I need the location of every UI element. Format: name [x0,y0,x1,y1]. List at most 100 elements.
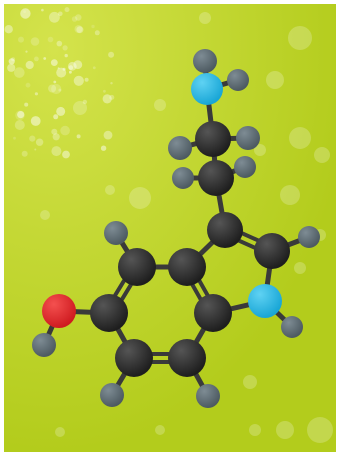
bubble [75,14,82,21]
bubble [84,77,89,82]
bubble [15,110,25,121]
bubble [51,146,62,157]
bubble [34,56,39,62]
bubble [254,144,266,156]
bubble [58,11,63,17]
bubble [25,82,31,88]
atom-h-c4 [104,221,128,245]
atom-c6 [115,339,153,377]
bubble [50,59,58,66]
bubble [288,26,312,50]
bubble [51,83,62,95]
bubble [52,133,60,141]
bubble [100,145,107,151]
atom-h-c7 [196,384,220,408]
bubble [108,51,115,58]
bubble [17,111,25,119]
bubble [62,67,66,71]
bubble [60,125,70,136]
bubble [25,50,28,53]
atom-h-amine-right [227,69,249,91]
bubble [62,150,70,159]
atom-h-ethyl-a1 [168,136,192,160]
bubble [103,89,106,93]
bubble [67,61,77,71]
bubble [56,40,63,47]
bubble [289,127,311,149]
bubble [68,65,74,70]
atom-h-hydroxyl [32,333,56,357]
atom-o-hydroxyl [42,294,76,328]
bubble [91,24,95,29]
bubble [25,60,34,70]
atom-c7 [168,339,206,377]
bubble [103,130,113,140]
atom-h-ethyl-b1 [172,167,194,189]
bubble [41,8,44,12]
bubble [53,80,57,84]
bubble [109,94,115,100]
bubble [57,67,60,70]
bubble [294,262,306,274]
bubble [47,36,54,43]
bubble [243,375,257,389]
bubble [71,16,78,22]
bubble [55,427,65,437]
bubble [155,425,165,435]
bubble [92,66,96,70]
bubble [73,60,83,70]
bubble [21,150,28,157]
bubble [69,70,72,74]
bubble [13,67,25,78]
bubble [40,210,50,220]
bubble [62,45,68,51]
bubble [314,147,330,163]
atom-c4 [118,248,156,286]
bubble [30,37,40,46]
bubble [307,417,333,443]
atom-c7a [194,294,232,332]
atom-h-n-indole [281,316,303,338]
bubble [51,128,58,135]
bubble [4,25,13,34]
bubble [266,71,284,89]
atom-n-indole [248,284,282,318]
atom-h-ethyl-a2 [236,126,260,150]
bubble [34,92,39,96]
atom-n-amine [191,73,223,105]
bubble [73,75,84,86]
bubble [48,84,57,93]
bubble [76,134,81,139]
bubble [249,424,261,436]
bubble [94,30,100,36]
bubble [199,12,211,24]
bubble [76,26,84,34]
bubble [64,7,70,13]
bubble [74,25,83,34]
bubble [73,101,87,115]
bubble [102,94,112,104]
bubble [129,187,151,209]
bubble [24,102,29,107]
background-bubbles [4,7,333,443]
bubble [110,82,113,85]
bubble [43,57,47,60]
bubble [82,99,88,105]
bubble [20,8,31,19]
bubble [53,114,59,120]
atom-h-amine-top [193,49,217,73]
bubble [34,148,37,151]
bubble [56,67,67,78]
atom-c-ethyl-a [195,121,231,157]
bubble [154,99,166,111]
atom-h-c2 [298,226,320,248]
bubble [49,11,60,23]
atom-c5 [90,294,128,332]
bubble [7,63,16,72]
atom-c2 [254,233,290,269]
green-background [4,4,336,452]
bubble [8,58,15,65]
atom-c3 [207,212,243,248]
